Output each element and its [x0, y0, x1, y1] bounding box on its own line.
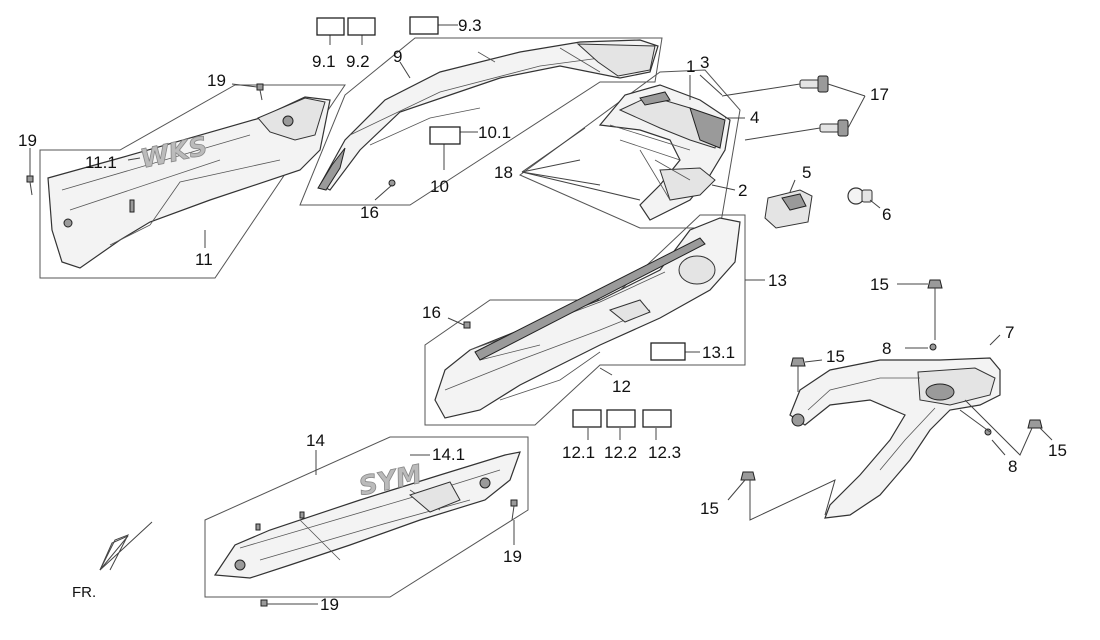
callout-labels: 9.1 9.2 9.3 9 10.1 10 16 19 19 11.1 11 1…	[18, 16, 1067, 614]
label-10-1: 10.1	[478, 123, 511, 142]
label-15-left: 15	[826, 347, 845, 366]
label-5: 5	[802, 163, 811, 182]
label-18: 18	[494, 163, 513, 182]
label-10: 10	[430, 177, 449, 196]
label-6: 6	[882, 205, 891, 224]
label-19-bottom: 19	[320, 595, 339, 614]
label-16-top: 16	[360, 203, 379, 222]
label-3: 3	[700, 53, 709, 72]
part-6-bulb	[847, 187, 873, 205]
label-17: 17	[870, 85, 889, 104]
label-12: 12	[612, 377, 631, 396]
label-19-top: 19	[207, 71, 226, 90]
label-11-1: 11.1	[85, 153, 117, 172]
label-19-left: 19	[18, 131, 37, 150]
group-outline-14	[204, 436, 529, 598]
part-14-lower-cover: SYM	[213, 451, 521, 579]
label-8-bottom: 8	[1008, 457, 1017, 476]
label-9-3: 9.3	[458, 16, 482, 35]
label-13-1: 13.1	[702, 343, 735, 362]
label-12-2: 12.2	[604, 443, 637, 462]
part-17-bolts	[799, 75, 849, 137]
label-boxes	[316, 16, 686, 428]
label-1: 1	[686, 57, 695, 76]
label-19-right: 19	[503, 547, 522, 566]
label-4: 4	[750, 108, 759, 127]
label-9: 9	[393, 47, 402, 66]
label-8-top: 8	[882, 339, 891, 358]
group-outline-9	[299, 37, 663, 206]
label-7: 7	[1005, 323, 1014, 342]
label-14: 14	[306, 431, 325, 450]
label-16-mid: 16	[422, 303, 441, 322]
front-direction-arrow	[99, 521, 153, 571]
part-13-center-cover	[434, 217, 741, 419]
label-2: 2	[738, 181, 747, 200]
leader-lines	[29, 24, 1053, 605]
label-12-1: 12.1	[562, 443, 595, 462]
part-3-rear-housing	[598, 84, 731, 221]
label-15-top: 15	[870, 275, 889, 294]
label-11: 11	[195, 250, 213, 269]
part-11-side-cover: WKS	[47, 96, 331, 269]
group-outline-11	[39, 84, 346, 279]
label-front: FR.	[72, 584, 96, 601]
label-15-right: 15	[1048, 441, 1067, 460]
label-9-2: 9.2	[346, 52, 370, 71]
label-14-1: 14.1	[432, 445, 465, 464]
part-5-reflector	[764, 189, 813, 229]
label-9-1: 9.1	[312, 52, 336, 71]
part-9-top-trim	[317, 39, 659, 191]
group-outline-13	[424, 214, 746, 426]
label-13: 13	[768, 271, 787, 290]
label-15-bottom: 15	[700, 499, 719, 518]
group-outline-1-3	[519, 69, 741, 229]
part-7-rear-carrier	[789, 357, 1001, 519]
hardware-screws	[26, 83, 1043, 607]
label-12-3: 12.3	[648, 443, 681, 462]
